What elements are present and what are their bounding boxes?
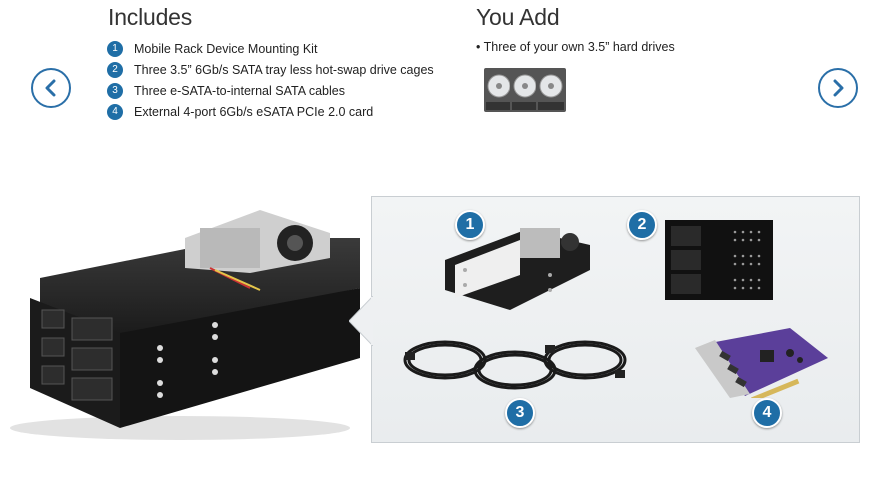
includes-list: 1 Mobile Rack Device Mounting Kit 2 Thre… bbox=[107, 38, 434, 122]
callout-arrow bbox=[349, 296, 373, 346]
list-item: 3 Three e-SATA-to-internal SATA cables bbox=[107, 80, 434, 101]
component-badge-2: 2 bbox=[627, 210, 657, 240]
chevron-left-icon bbox=[45, 79, 56, 97]
list-item-label: External 4-port 6Gb/s eSATA PCIe 2.0 car… bbox=[134, 104, 374, 119]
number-badge: 3 bbox=[107, 82, 123, 99]
list-item-label: Three 3.5” 6Gb/s SATA tray less hot-swap… bbox=[134, 62, 434, 77]
next-button[interactable] bbox=[818, 68, 858, 108]
chevron-right-icon bbox=[833, 79, 844, 97]
component-badge-4: 4 bbox=[752, 398, 782, 428]
drive-cages-image bbox=[665, 220, 773, 300]
you-add-text: • Three of your own 3.5” hard drives bbox=[476, 40, 675, 54]
you-add-heading: You Add bbox=[476, 4, 560, 30]
number-badge: 4 bbox=[107, 103, 123, 120]
component-badge-1: 1 bbox=[455, 210, 485, 240]
list-item-label: Mobile Rack Device Mounting Kit bbox=[134, 41, 318, 56]
number-badge: 2 bbox=[107, 61, 123, 78]
component-badge-3: 3 bbox=[505, 398, 535, 428]
mobile-rack-product-image bbox=[10, 210, 360, 440]
hard-drives-image bbox=[484, 68, 566, 112]
list-item: 4 External 4-port 6Gb/s eSATA PCIe 2.0 c… bbox=[107, 101, 434, 122]
mounting-kit-image bbox=[445, 228, 590, 310]
includes-heading: Includes bbox=[108, 4, 193, 30]
previous-button[interactable] bbox=[31, 68, 71, 108]
esata-pcie-card-image bbox=[695, 328, 828, 398]
sata-cables-image bbox=[403, 340, 627, 390]
list-item: 1 Mobile Rack Device Mounting Kit bbox=[107, 38, 434, 59]
list-item: 2 Three 3.5” 6Gb/s SATA tray less hot-sw… bbox=[107, 59, 434, 80]
number-badge: 1 bbox=[107, 40, 123, 57]
list-item-label: Three e-SATA-to-internal SATA cables bbox=[134, 83, 345, 98]
components-panel bbox=[371, 196, 860, 443]
